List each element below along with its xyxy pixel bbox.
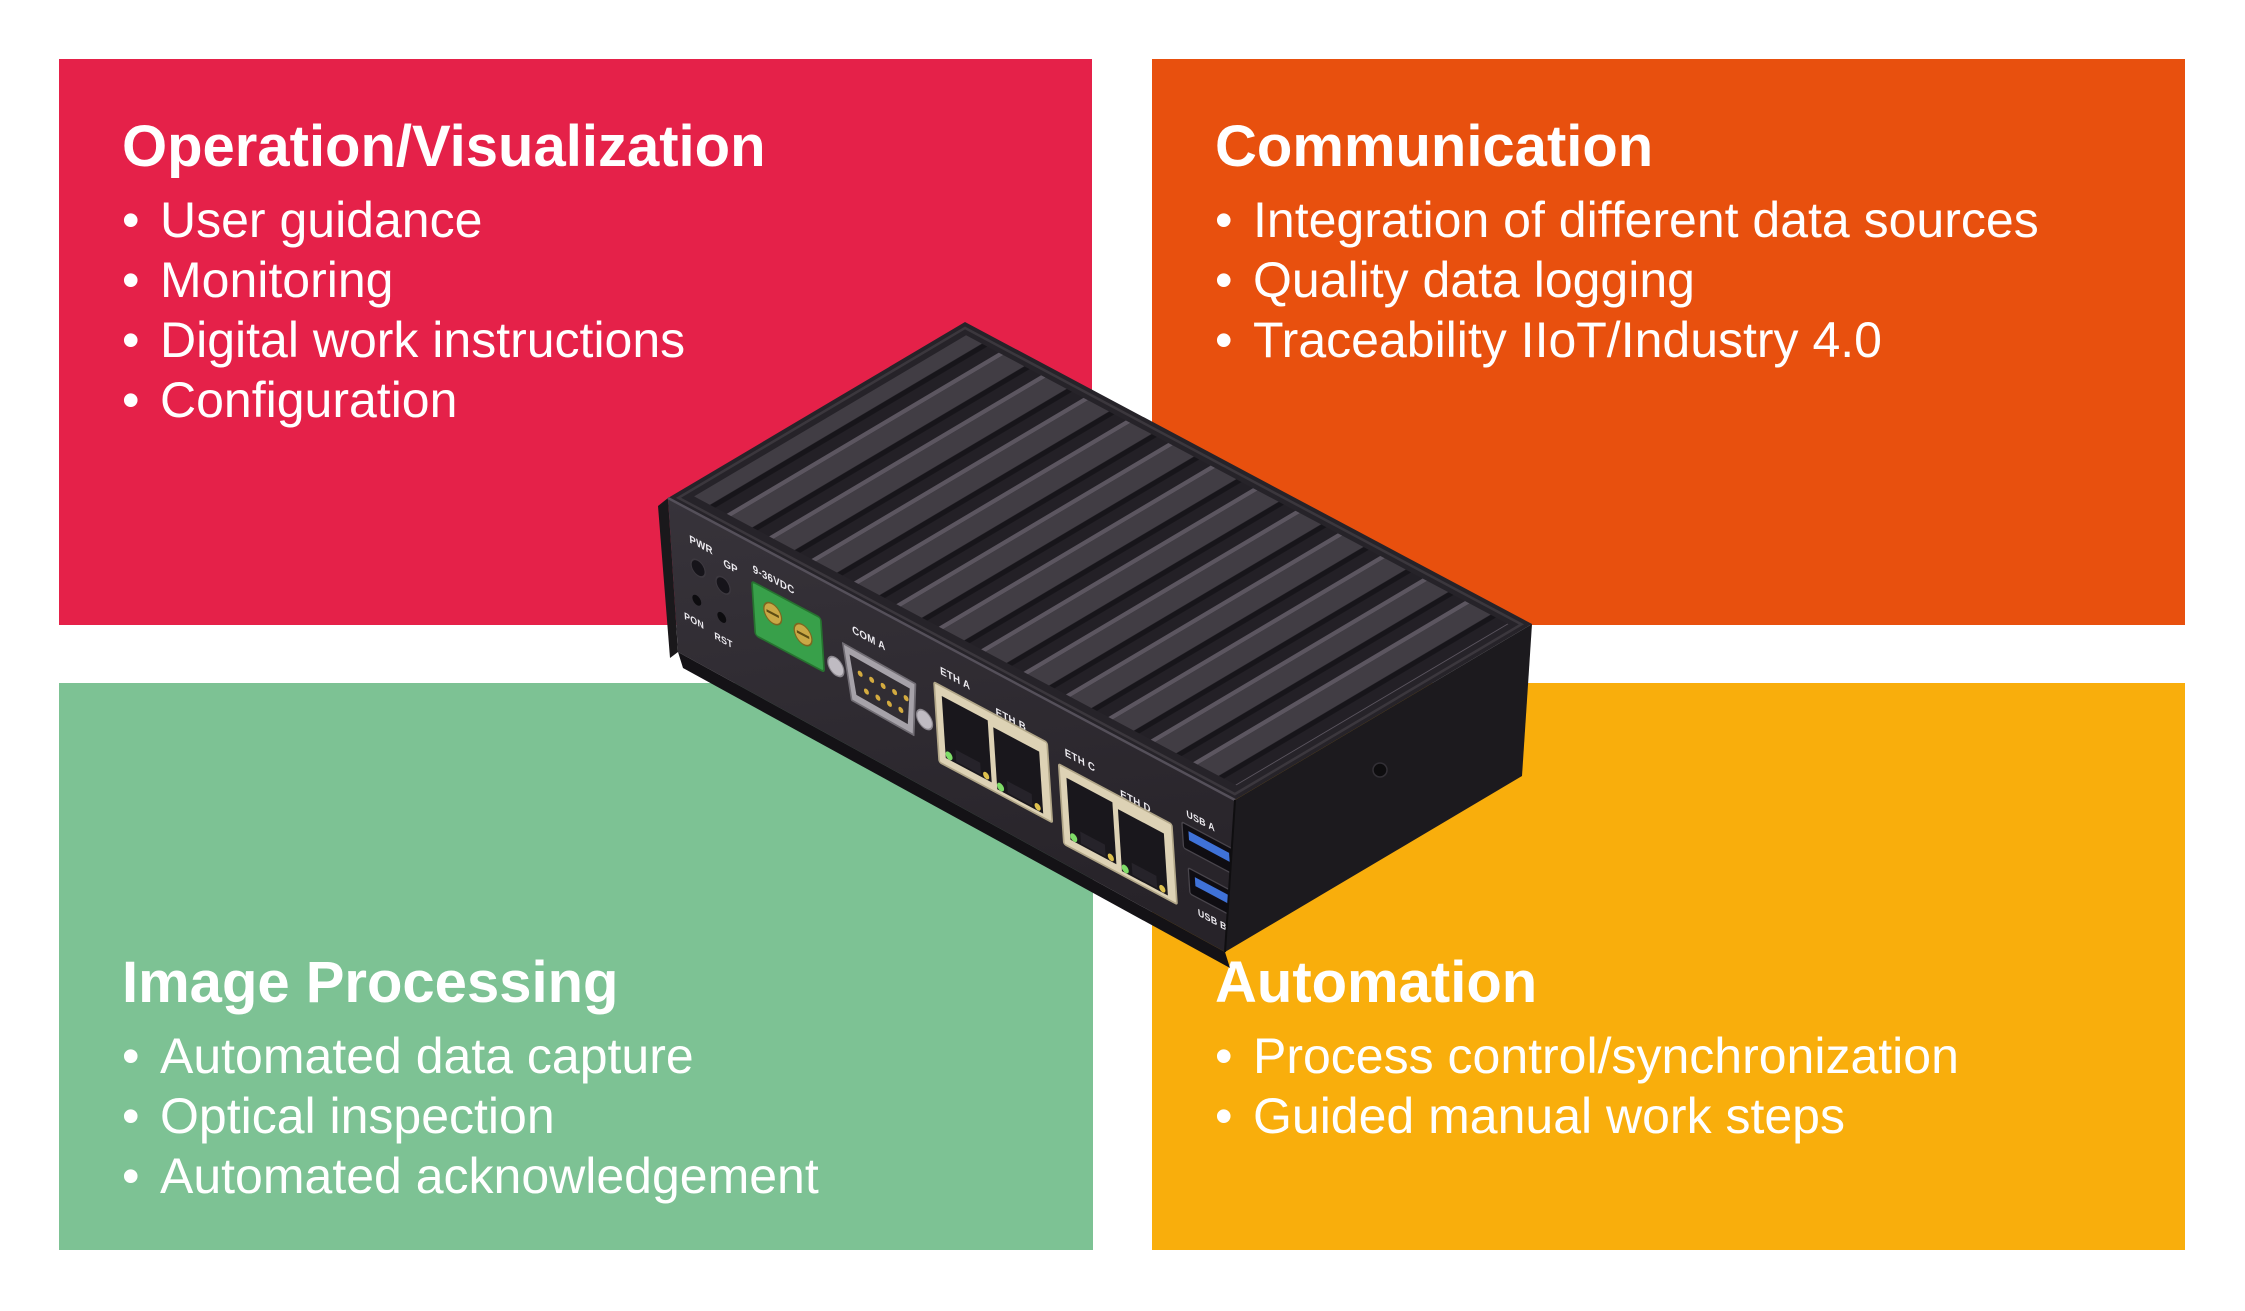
pon-hole bbox=[692, 594, 702, 606]
bullet-item: • Automated data capture bbox=[122, 1026, 1057, 1086]
eth-led bbox=[1159, 884, 1166, 893]
front-top-edge bbox=[667, 496, 1236, 802]
device-right-face bbox=[1225, 624, 1532, 952]
eth-led bbox=[997, 782, 1005, 792]
bullet-item: • Process control/synchronization bbox=[1215, 1026, 2149, 1086]
bullet-dot: • bbox=[122, 312, 140, 368]
bullet-text: Traceability IIoT/Industry 4.0 bbox=[1253, 312, 1882, 368]
bullet-item: • Integration of different data sources bbox=[1215, 190, 2149, 250]
rst-hole bbox=[717, 611, 727, 623]
eth-led bbox=[1107, 853, 1114, 862]
panel-content: Communication • Integration of different … bbox=[1152, 59, 2185, 370]
bullet-item: • Optical inspection bbox=[122, 1086, 1057, 1146]
panel-communication: Communication • Integration of different … bbox=[1152, 59, 2185, 625]
panel-title: Image Processing bbox=[122, 950, 619, 1015]
embedded-pc-svg: PWR GP PON RST 9-36VDC COM A bbox=[658, 322, 1532, 968]
panel-content: Operation/Visualization • User guidance • M… bbox=[59, 59, 1092, 430]
panel-content: Automation • Process control/synchronizat… bbox=[1152, 683, 2185, 1146]
pwr-led bbox=[690, 558, 706, 578]
bullet-text: Automated data capture bbox=[160, 1028, 694, 1084]
bullet-list: • User guidance • Monitoring • Digital work i… bbox=[122, 190, 1056, 430]
panel-content: Image Processing • Automated data capture… bbox=[59, 683, 1093, 1206]
bullet-list: • Automated data capture • Optical inspecti… bbox=[122, 1026, 1057, 1206]
bullet-text: User guidance bbox=[160, 192, 483, 248]
embedded-pc-image: PWR GP PON RST 9-36VDC COM A bbox=[620, 290, 1550, 980]
eth-led bbox=[945, 751, 953, 761]
gp-led bbox=[715, 575, 731, 595]
bullet-item: • Traceability IIoT/Industry 4.0 bbox=[1215, 310, 2149, 370]
bullet-text: Process control/synchronization bbox=[1253, 1028, 1959, 1084]
db9-screw bbox=[915, 708, 934, 731]
heatsink-fins bbox=[694, 335, 1509, 786]
bullet-dot: • bbox=[122, 1028, 140, 1084]
bullet-dot: • bbox=[122, 372, 140, 428]
bullet-list: • Integration of different data sources • Q… bbox=[1215, 190, 2149, 370]
bullet-dot: • bbox=[122, 1148, 140, 1204]
eth-c-port bbox=[1066, 777, 1117, 865]
eth-led bbox=[1070, 833, 1078, 843]
bullet-item: • Quality data logging bbox=[1215, 250, 2149, 310]
bullet-text: Automated acknowledgement bbox=[160, 1148, 819, 1204]
bullet-dot: • bbox=[1215, 192, 1233, 248]
panel-title: Automation bbox=[1215, 950, 1538, 1015]
bullet-item: • Guided manual work steps bbox=[1215, 1086, 2149, 1146]
panel-operation-visualization: Operation/Visualization • User guidance • M… bbox=[59, 59, 1092, 625]
device-left-edge bbox=[658, 498, 678, 658]
bullet-text: Monitoring bbox=[160, 252, 394, 308]
bullet-text: Guided manual work steps bbox=[1253, 1088, 1845, 1144]
eth-d-port bbox=[1117, 809, 1168, 896]
bullet-text: Configuration bbox=[160, 372, 458, 428]
eth-b-port bbox=[993, 727, 1044, 814]
db9-pins bbox=[857, 670, 909, 713]
bullet-item: • User guidance bbox=[122, 190, 1056, 250]
bullet-list: • Process control/synchronization • Guided … bbox=[1215, 1026, 2149, 1146]
case-screw bbox=[1372, 762, 1388, 778]
eth-a-port bbox=[941, 695, 992, 783]
bullet-dot: • bbox=[122, 252, 140, 308]
bullet-text: Integration of different data sources bbox=[1253, 192, 2039, 248]
bullet-item: • Digital work instructions bbox=[122, 310, 1056, 370]
bullet-dot: • bbox=[1215, 1028, 1233, 1084]
bullet-text: Optical inspection bbox=[160, 1088, 555, 1144]
bullet-dot: • bbox=[122, 1088, 140, 1144]
bullet-dot: • bbox=[1215, 312, 1233, 368]
device-bottom-edge bbox=[678, 652, 1230, 968]
bullet-text: Quality data logging bbox=[1253, 252, 1695, 308]
panel-title: Communication bbox=[1215, 114, 1654, 179]
bullet-item: • Automated acknowledgement bbox=[122, 1146, 1057, 1206]
bullet-dot: • bbox=[1215, 1088, 1233, 1144]
heatsink-top bbox=[668, 322, 1532, 800]
bullet-item: • Configuration bbox=[122, 370, 1056, 430]
bullet-text: Digital work instructions bbox=[160, 312, 686, 368]
bullet-dot: • bbox=[122, 192, 140, 248]
bullet-dot: • bbox=[1215, 252, 1233, 308]
eth-led bbox=[1121, 864, 1129, 874]
panel-title: Operation/Visualization bbox=[122, 114, 766, 179]
eth-led bbox=[983, 771, 990, 780]
bullet-item: • Monitoring bbox=[122, 250, 1056, 310]
db9-screw bbox=[827, 655, 845, 678]
eth-led bbox=[1034, 802, 1041, 811]
